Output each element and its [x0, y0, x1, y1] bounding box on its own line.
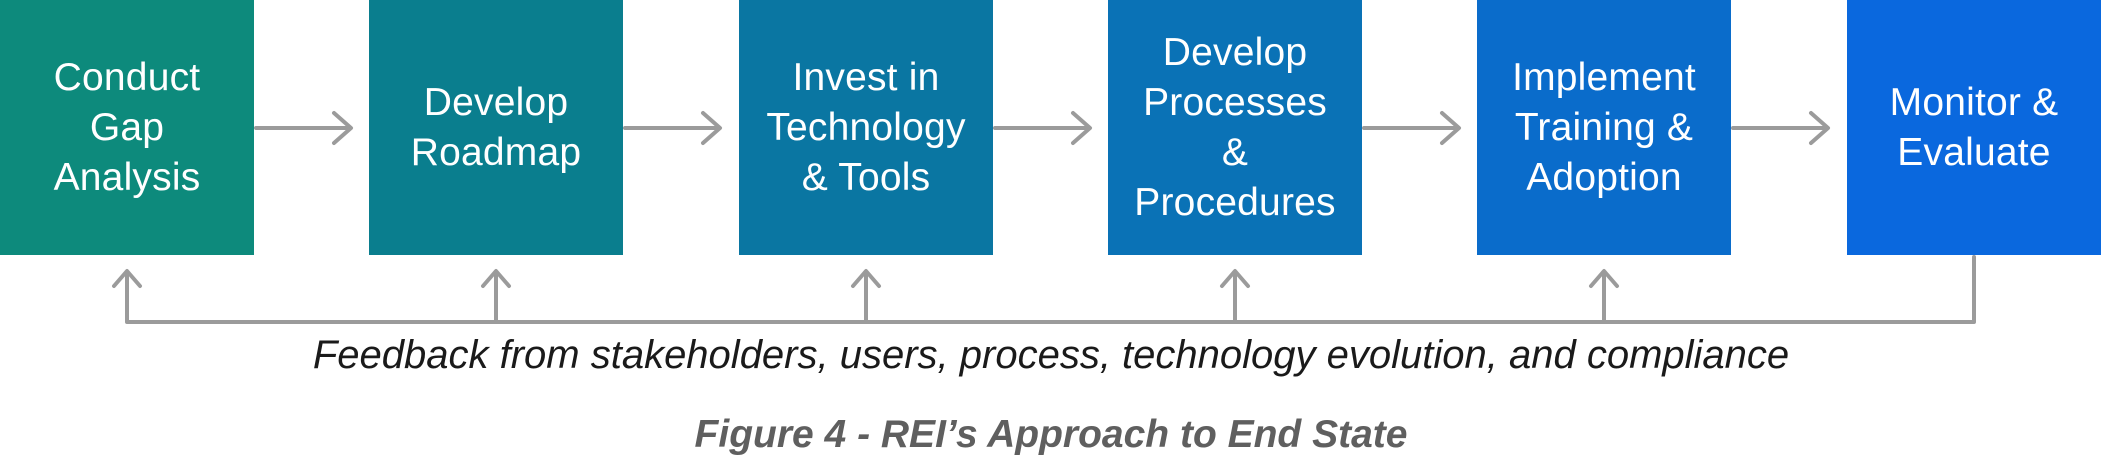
step-label: Conduct Gap Analysis: [53, 55, 201, 199]
step-implement-training: Implement Training & Adoption: [1477, 0, 1731, 255]
step-develop-processes: Develop Processes & Procedures: [1108, 0, 1362, 255]
process-steps: Conduct Gap Analysis Develop Roadmap Inv…: [0, 0, 2101, 255]
feedback-up-arrow: [1589, 269, 1619, 324]
step-label: Invest in Technology & Tools: [766, 55, 966, 199]
step-invest-in-technology: Invest in Technology & Tools: [739, 0, 993, 255]
step-label: Develop Roadmap: [410, 80, 582, 174]
feedback-up-arrow: [1220, 269, 1250, 324]
step-label: Monitor & Evaluate: [1889, 80, 2059, 174]
feedback-loop-line: [125, 255, 1976, 324]
figure-caption: Figure 4 - REI’s Approach to End State: [694, 413, 1408, 456]
feedback-label: Feedback from stakeholders, users, proce…: [312, 333, 1790, 377]
step-monitor-evaluate: Monitor & Evaluate: [1847, 0, 2101, 255]
feedback-up-arrow: [481, 269, 511, 324]
step-label: Implement Training & Adoption: [1512, 55, 1696, 199]
step-develop-roadmap: Develop Roadmap: [369, 0, 623, 255]
feedback-up-arrow: [112, 269, 142, 288]
step-label: Develop Processes & Procedures: [1134, 30, 1336, 224]
step-conduct-gap-analysis: Conduct Gap Analysis: [0, 0, 254, 255]
feedback-up-arrow: [851, 269, 881, 324]
